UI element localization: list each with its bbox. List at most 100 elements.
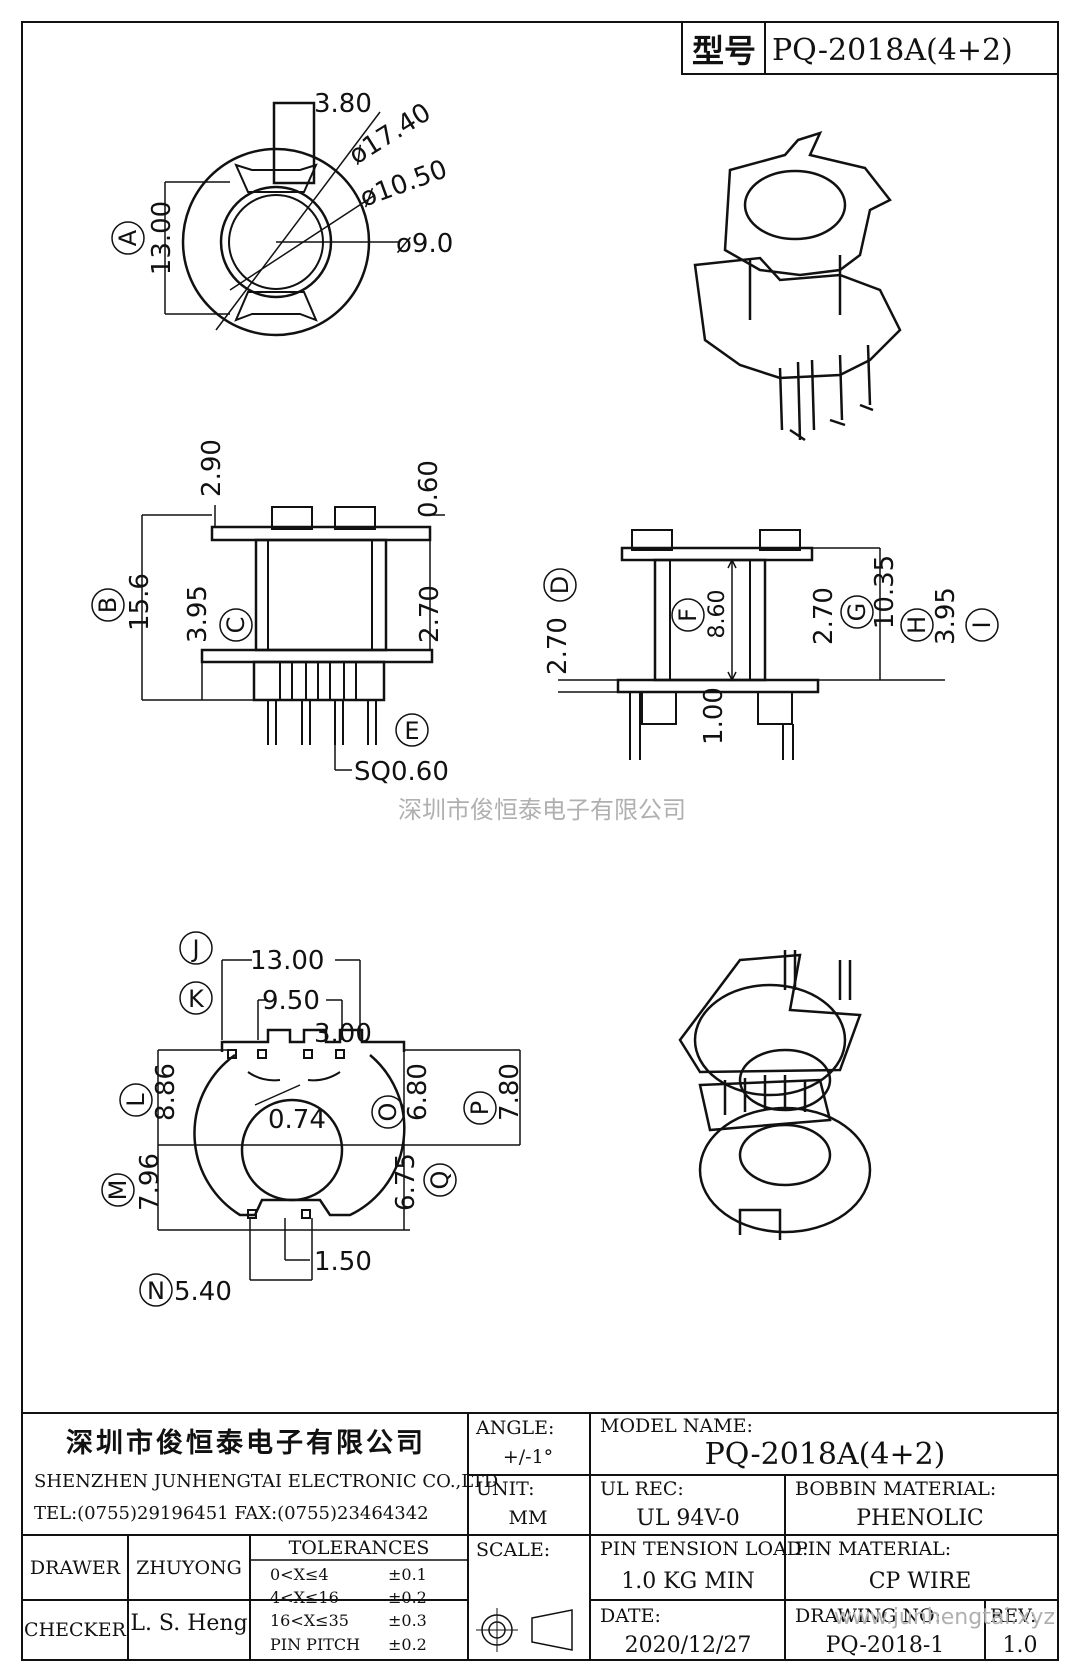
bottom-label-j-circle [179, 931, 213, 965]
unit-value: MM [509, 1507, 548, 1529]
company-name-cn: 深圳市俊恒泰电子有限公司 [66, 1427, 426, 1459]
ul-rec-value: UL 94V-0 [636, 1506, 739, 1531]
rev-value: 1.0 [1003, 1633, 1038, 1658]
bottom-label-o: O [374, 1103, 402, 1122]
pin-material-label: PIN MATERIAL: [795, 1538, 951, 1560]
bottom-label-k-circle [179, 981, 213, 1015]
bottom-dim-3-00: 3.00 [314, 1019, 372, 1049]
side-dim-e-sq0-60: SQ0.60 [354, 757, 449, 787]
bottom-dim-6-75: 6.75 [391, 1153, 421, 1211]
bottom-label-q: Q [426, 1171, 454, 1190]
bottom-label-n: N [147, 1277, 165, 1305]
front-dim-d-2-70: 2.70 [543, 617, 573, 675]
bottom-label-m-circle [101, 1173, 135, 1207]
drawer-label: DRAWER [30, 1557, 121, 1579]
pin-tension-value: 1.0 KG MIN [621, 1569, 754, 1594]
tol-value-1: ±0.2 [388, 1588, 427, 1607]
website-watermark: www.junhengtai.xyz [834, 1605, 1055, 1630]
bobbin-material-label: BOBBIN MATERIAL: [795, 1478, 996, 1500]
front-label-d-circle [543, 568, 577, 602]
bottom-label-k: K [188, 985, 205, 1013]
angle-value: +/-1° [503, 1446, 553, 1468]
scale-label: SCALE: [476, 1539, 550, 1561]
bottom-dim-k-9-50: 9.50 [262, 986, 320, 1016]
company-contact: TEL:(0755)29196451 FAX:(0755)23464342 [34, 1503, 429, 1524]
drawer-value: ZHUYONG [136, 1557, 242, 1579]
side-label-c: C [222, 617, 250, 634]
front-label-f-circle [671, 598, 705, 632]
bottom-label-m: M [104, 1180, 132, 1201]
unit-label: UNIT: [476, 1478, 535, 1500]
model-name-label: MODEL NAME: [600, 1415, 753, 1437]
front-dim-f-8-60: 8.60 [705, 590, 730, 639]
date-value: 2020/12/27 [625, 1633, 752, 1658]
front-label-i-circle [965, 608, 999, 642]
side-dim-c-3-95: 3.95 [183, 585, 213, 643]
bottom-label-l-circle [119, 1083, 153, 1117]
front-dim-i-3-95: 3.95 [931, 587, 961, 645]
projection-symbol [476, 1608, 573, 1652]
front-label-i: I [968, 621, 996, 628]
isometric-view-top [693, 130, 902, 442]
bottom-view: J 13.00 K 9.50 3.00 L 8.86 0.74 O 6.80 P… [101, 931, 525, 1307]
tol-range-2: 16<X≤35 [270, 1611, 349, 1630]
ul-rec-label: UL REC: [600, 1478, 684, 1500]
front-label-h-circle [900, 608, 934, 642]
tol-range-0: 0<X≤4 [270, 1565, 329, 1584]
date-label: DATE: [600, 1605, 661, 1627]
bottom-dim-j-13-00: 13.00 [250, 946, 324, 976]
side-dim-0-60: 0.60 [414, 460, 444, 518]
front-label-f: F [674, 608, 702, 622]
isometric-view-bottom [678, 950, 872, 1240]
drawing-no-value: PQ-2018-1 [826, 1633, 945, 1658]
front-dim-g-2-70: 2.70 [809, 587, 839, 645]
front-dim-h-10-35: 10.35 [870, 555, 900, 629]
bottom-dim-l-8-86: 8.86 [151, 1063, 181, 1121]
company-name-en: SHENZHEN JUNHENGTAI ELECTRONIC CO.,LTD [34, 1471, 498, 1492]
header-type-label: 型号 [692, 32, 756, 70]
front-label-h: H [903, 616, 931, 634]
front-label-g: G [843, 603, 871, 622]
tol-range-3: PIN PITCH [270, 1635, 360, 1654]
top-view: 3.80 ø17.40 ø10.50 ø9.0 A 13.00 [111, 89, 453, 337]
side-dim-2-70: 2.70 [415, 585, 445, 643]
top-dim-3-80: 3.80 [314, 89, 372, 119]
bottom-dim-n-5-40: 5.40 [174, 1277, 232, 1307]
top-dim-a-13-00: 13.00 [147, 201, 177, 275]
tol-range-1: 4<X≤16 [270, 1588, 339, 1607]
sheet-border [21, 21, 1059, 1661]
bottom-label-p: P [466, 1101, 494, 1115]
header-box: 型号 PQ-2018A(4+2) [681, 21, 1059, 75]
side-label-e: E [404, 717, 419, 745]
bottom-dim-o-6-80: 6.80 [403, 1063, 433, 1121]
tolerances-label: TOLERANCES [289, 1537, 430, 1559]
bottom-label-j: J [190, 935, 199, 963]
tol-value-2: ±0.3 [388, 1611, 427, 1630]
bottom-label-l: L [122, 1093, 150, 1107]
top-dim-9-0: ø9.0 [396, 229, 453, 259]
bottom-label-q-circle [423, 1163, 457, 1197]
bottom-label-n-circle [139, 1273, 173, 1307]
model-name-value: PQ-2018A(4+2) [705, 1437, 946, 1472]
side-dim-b-15-6: 15.6 [125, 573, 155, 631]
bottom-dim-1-50: 1.50 [314, 1247, 372, 1277]
header-model: PQ-2018A(4+2) [772, 33, 1013, 68]
side-label-b-circle [91, 588, 125, 622]
bottom-dim-0-74: 0.74 [268, 1105, 326, 1135]
side-view: 2.90 0.60 B 15.6 3.95 C 2.70 E SQ0.60 [91, 439, 449, 787]
bottom-dim-m-7-96: 7.96 [135, 1153, 165, 1211]
drawing-no-label: DRAWING NO: [795, 1605, 941, 1627]
front-label-d: D [546, 576, 574, 594]
front-view: 2.70 D F 8.60 1.00 2.70 G 10.35 H 3.95 I [543, 529, 999, 760]
rev-label: REV: [990, 1605, 1036, 1627]
bottom-label-o-circle [371, 1095, 405, 1129]
bottom-dim-p-7-80: 7.80 [495, 1063, 525, 1121]
checker-value: L. S. Heng [130, 1611, 247, 1636]
top-label-a-circle [111, 221, 145, 255]
watermark: 深圳市俊恒泰电子有限公司 [398, 796, 686, 824]
side-label-e-circle [395, 713, 429, 747]
front-dim-1-00: 1.00 [699, 687, 729, 745]
angle-label: ANGLE: [475, 1417, 554, 1439]
side-label-b: B [94, 597, 122, 613]
front-label-g-circle [840, 595, 874, 629]
